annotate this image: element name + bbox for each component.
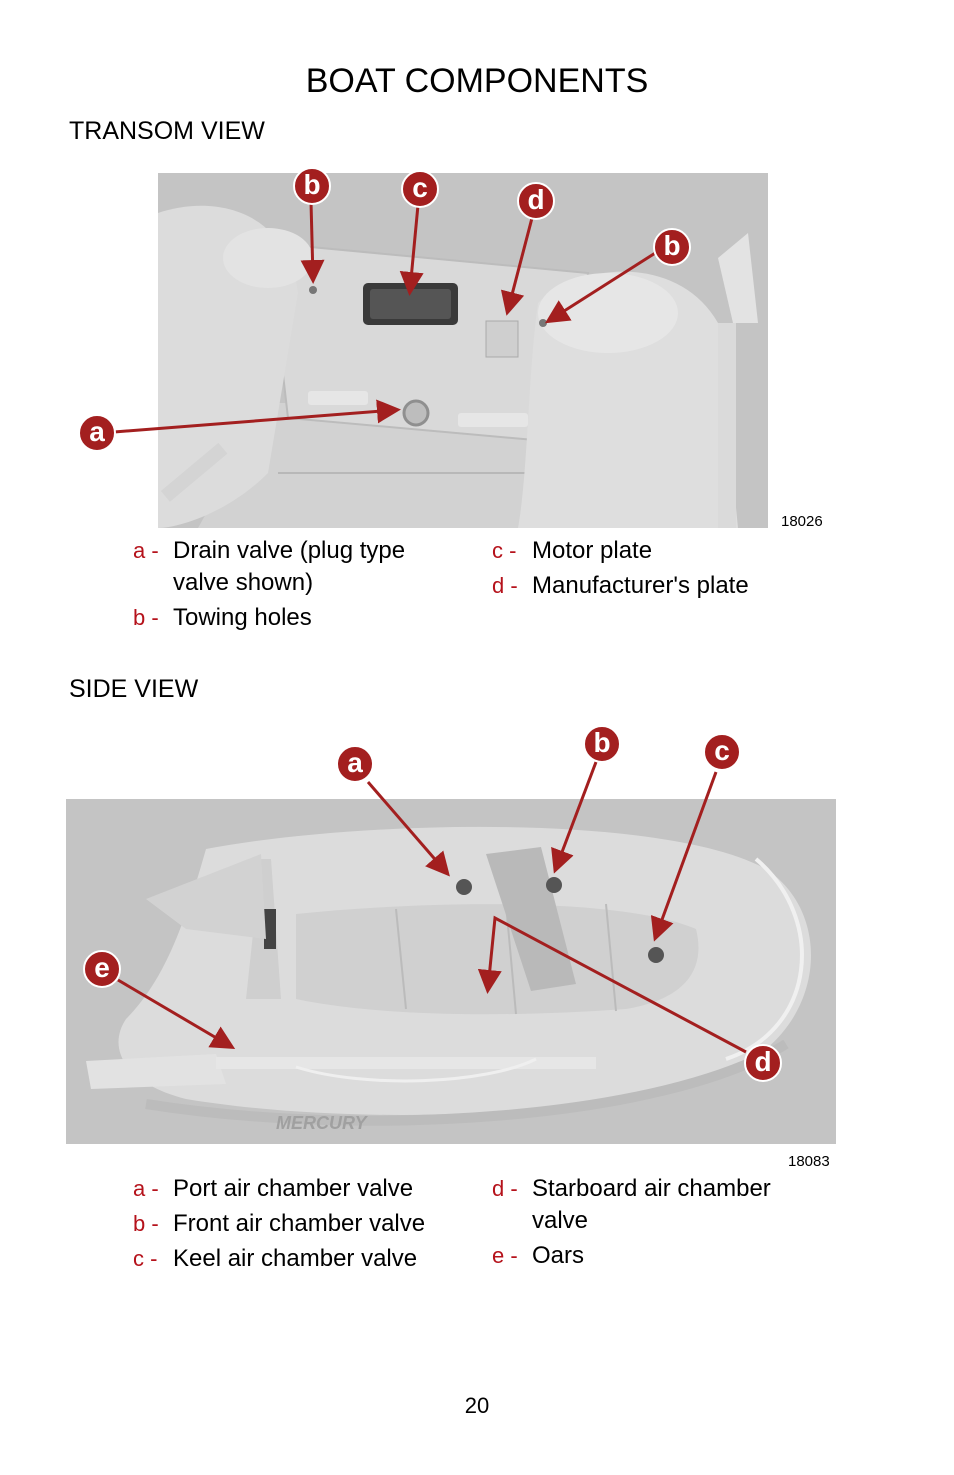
transom-legend-right: c - Motor plate d - Manufacturer's plate: [492, 535, 822, 605]
page-number: 20: [464, 1393, 490, 1418]
legend-key: d -: [492, 1176, 518, 1201]
side-view-heading: SIDE VIEW: [69, 675, 199, 703]
legend-text: Towing holes: [173, 604, 312, 631]
transom-callout-arrows: [113, 201, 661, 434]
legend-text: Oars: [532, 1242, 585, 1269]
transom-figure-number: 18026: [781, 513, 823, 530]
side-callout-c: c: [703, 733, 741, 771]
side-callout-b: b: [583, 725, 621, 763]
legend-key: b -: [133, 605, 159, 630]
legend-item: a - Drain valve (plug type valve shown): [133, 535, 463, 599]
legend-item: e - Oars: [492, 1240, 812, 1272]
transom-callout-c: c: [401, 170, 439, 208]
side-legend-left: a - Port air chamber valve b - Front air…: [133, 1173, 473, 1278]
transom-callout-b-right: b: [653, 228, 691, 266]
legend-item: d - Manufacturer's plate: [492, 570, 822, 602]
legend-key: a -: [133, 538, 159, 563]
legend-text: Front air chamber valve: [173, 1210, 426, 1237]
transom-legend-left: a - Drain valve (plug type valve shown) …: [133, 535, 463, 637]
legend-item: c - Keel air chamber valve: [133, 1243, 473, 1275]
side-boat-illustration: MERCURY: [66, 799, 836, 1144]
transom-view-heading: TRANSOM VIEW: [69, 117, 265, 145]
side-callout-a: a: [336, 745, 374, 783]
legend-key: d -: [492, 573, 518, 598]
side-callout-d: d: [744, 1044, 782, 1082]
legend-key: c -: [133, 1246, 158, 1271]
legend-key: c -: [492, 538, 517, 563]
legend-text: Starboard air chamber valve: [532, 1175, 771, 1234]
legend-key: b -: [133, 1211, 159, 1236]
legend-text: Motor plate: [532, 537, 653, 564]
side-callout-arrows: [117, 761, 747, 1054]
legend-text: Drain valve (plug type valve shown): [173, 537, 406, 596]
side-callout-e: e: [83, 950, 121, 988]
legend-item: d - Starboard air chamber valve: [492, 1173, 812, 1237]
side-photo: MERCURY: [66, 799, 836, 1144]
page-title: BOAT COMPONENTS: [305, 62, 649, 100]
legend-key: e -: [492, 1243, 518, 1268]
legend-item: b - Towing holes: [133, 602, 463, 634]
hull-brand-text: MERCURY: [276, 1113, 369, 1133]
side-legend-right: d - Starboard air chamber valve e - Oars: [492, 1173, 812, 1275]
legend-text: Port air chamber valve: [173, 1175, 414, 1202]
transom-callout-a: a: [78, 414, 116, 452]
transom-callout-b-left: b: [293, 167, 331, 205]
legend-text: Keel air chamber valve: [173, 1245, 418, 1272]
side-figure-number: 18083: [788, 1153, 830, 1170]
legend-item: b - Front air chamber valve: [133, 1208, 473, 1240]
legend-item: c - Motor plate: [492, 535, 822, 567]
transom-callout-d: d: [517, 182, 555, 220]
legend-key: a -: [133, 1176, 159, 1201]
legend-item: a - Port air chamber valve: [133, 1173, 473, 1205]
legend-text: Manufacturer's plate: [532, 572, 749, 599]
